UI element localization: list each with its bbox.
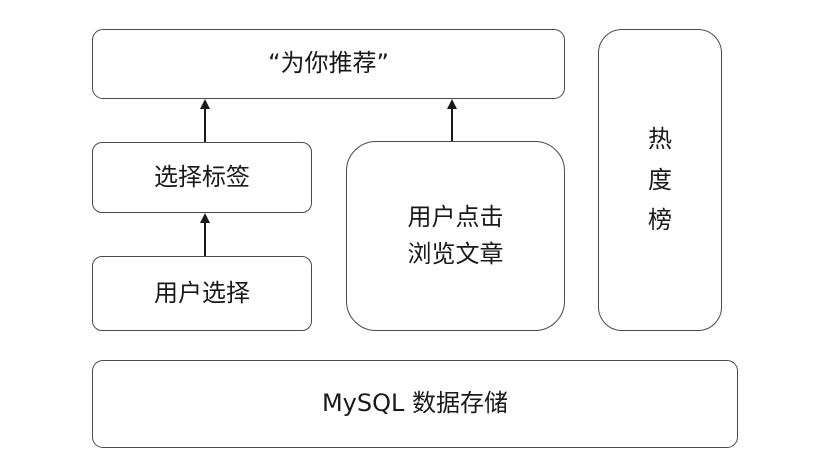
arrow-user-click-to-recommend (447, 99, 457, 141)
recommend-box: “为你推荐” (92, 29, 565, 99)
user-select-label: 用户选择 (154, 278, 250, 307)
user-click-browse-label: 用户点击 浏览文章 (407, 202, 504, 268)
hot-list-label: 热 度 榜 (648, 124, 672, 235)
mysql-storage-box: MySQL 数据存储 (92, 360, 738, 448)
arrow-select-tags-to-recommend (200, 99, 210, 142)
select-tags-label: 选择标签 (154, 162, 250, 191)
arrow-user-select-to-select-tags (200, 213, 210, 256)
user-select-box: 用户选择 (92, 256, 312, 331)
select-tags-box: 选择标签 (92, 142, 312, 213)
hot-list-box: 热 度 榜 (598, 29, 722, 331)
user-click-browse-box: 用户点击 浏览文章 (346, 141, 565, 331)
mysql-storage-label: MySQL 数据存储 (321, 389, 509, 418)
recommend-label: “为你推荐” (268, 49, 389, 78)
